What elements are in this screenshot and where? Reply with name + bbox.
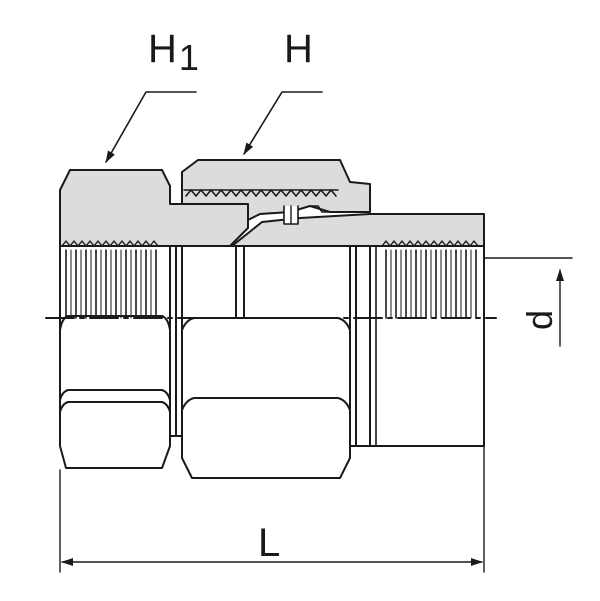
nut-h1-flat-upper xyxy=(59,315,171,331)
left-port-thread xyxy=(65,249,157,319)
tail-shoulder xyxy=(309,205,331,213)
nut-h-flat-upper xyxy=(181,317,351,331)
label-h: H xyxy=(284,27,313,71)
nut-h1-flat-mid xyxy=(59,401,171,413)
tail-body-section xyxy=(231,213,485,247)
nut-h1-section xyxy=(59,169,249,247)
label-d: d xyxy=(519,310,560,330)
nut-h-outline xyxy=(181,245,351,479)
label-h1-sub: 1 xyxy=(179,37,199,78)
nut-h1-flat-lower xyxy=(59,389,171,401)
tail-body-outline xyxy=(369,245,485,447)
label-h1-main: H xyxy=(148,27,177,71)
leader-h xyxy=(243,91,323,155)
label-h1: H1 xyxy=(148,27,199,78)
right-port-thread xyxy=(385,249,477,319)
leader-h1 xyxy=(105,91,197,163)
label-l: L xyxy=(258,521,280,565)
nut-h-flat-lower xyxy=(181,397,351,411)
